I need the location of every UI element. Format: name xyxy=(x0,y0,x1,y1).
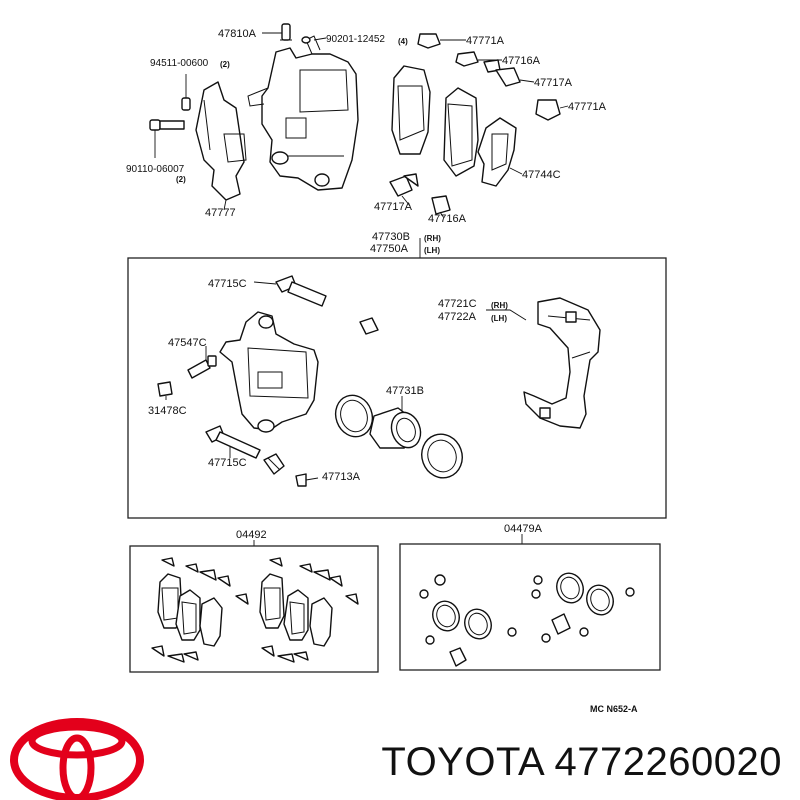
label-47716A-top: 47716A xyxy=(502,55,541,67)
label-47810A: 47810A xyxy=(218,28,257,40)
label-90110-06007: 90110-06007 xyxy=(126,164,185,175)
slide-pin-47715C-bottom xyxy=(205,425,261,459)
brake-pad-inner xyxy=(391,65,431,155)
label-47744C: 47744C xyxy=(522,169,561,181)
label-90201-12452: 90201-12452 xyxy=(326,34,385,45)
label-qty-4: (4) xyxy=(398,37,408,46)
label-47717A-bottom: 47717A xyxy=(374,201,413,213)
label-rh-2: (RH) xyxy=(491,301,508,310)
pad-set-2 xyxy=(259,557,359,663)
label-lh-1: (LH) xyxy=(424,246,440,255)
seal-kit-contents xyxy=(419,572,635,667)
middle-leader-lines xyxy=(165,281,527,481)
label-47713A: 47713A xyxy=(322,471,361,483)
label-47777: 47777 xyxy=(205,207,236,219)
bolt-90110 xyxy=(149,119,185,158)
pad-set-1 xyxy=(151,557,249,663)
label-47771A-top: 47771A xyxy=(466,35,505,47)
seal-kit-frame-04479A xyxy=(399,543,661,671)
label-kit-04492: 04492 xyxy=(236,529,267,541)
bleeder-plug-47547C xyxy=(187,355,217,379)
caliper-body-top xyxy=(247,35,359,191)
pin-94511 xyxy=(181,74,191,111)
pad-clips-top xyxy=(417,33,561,121)
pin-boot xyxy=(263,453,285,475)
label-47721C: 47721C xyxy=(438,298,477,310)
anti-squeal-plate-47777 xyxy=(195,81,247,201)
label-rh-1: (RH) xyxy=(424,234,441,243)
label-47547C: 47547C xyxy=(168,337,207,349)
label-47715C-top: 47715C xyxy=(208,278,247,290)
label-lh-2: (LH) xyxy=(491,314,507,323)
toyota-logo-icon xyxy=(10,718,144,800)
label-47730B: 47730B xyxy=(372,231,410,243)
shim-47744C xyxy=(477,117,517,187)
piston-47731B xyxy=(369,407,422,449)
top-exploded-assembly xyxy=(149,23,561,215)
washer-icon xyxy=(301,36,311,44)
label-47722A: 47722A xyxy=(438,311,477,323)
middle-caliper-assembly xyxy=(157,275,601,487)
label-94511-00600: 94511-00600 xyxy=(150,58,209,69)
pad-clips-bottom xyxy=(389,173,451,215)
dust-boot xyxy=(421,433,463,479)
pad-kit-contents xyxy=(151,557,359,663)
slide-pin-47715C-top xyxy=(275,275,327,307)
bushing-top xyxy=(359,317,379,335)
bushing-47713A xyxy=(295,473,307,487)
label-qty-2-bottom: (2) xyxy=(176,175,186,184)
label-47750A: 47750A xyxy=(370,243,409,255)
label-qty-2-top: (2) xyxy=(220,60,230,69)
caliper-assembly-frame xyxy=(127,257,667,519)
label-47715C-bottom: 47715C xyxy=(208,457,247,469)
cap-31478C xyxy=(157,381,173,397)
label-47716A-bottom: 47716A xyxy=(428,213,467,225)
piston-seal xyxy=(334,394,374,438)
label-31478C: 31478C xyxy=(148,405,187,417)
label-47771A-right: 47771A xyxy=(568,101,607,113)
caliper-body-middle xyxy=(219,311,319,433)
top-leader-lines xyxy=(223,32,569,258)
label-47717A-top: 47717A xyxy=(534,77,573,89)
mounting-bracket-47721C xyxy=(523,297,601,429)
label-47731B: 47731B xyxy=(386,385,424,397)
brake-pad-outer xyxy=(443,87,479,177)
brand-part-number: TOYOTA 4772260020 xyxy=(381,740,782,784)
diagram-reference-code: MC N652-A xyxy=(590,704,638,714)
pad-kit-frame-04492 xyxy=(129,545,379,673)
bleeder-bolt-top xyxy=(280,23,292,41)
label-kit-04479A: 04479A xyxy=(504,523,543,535)
